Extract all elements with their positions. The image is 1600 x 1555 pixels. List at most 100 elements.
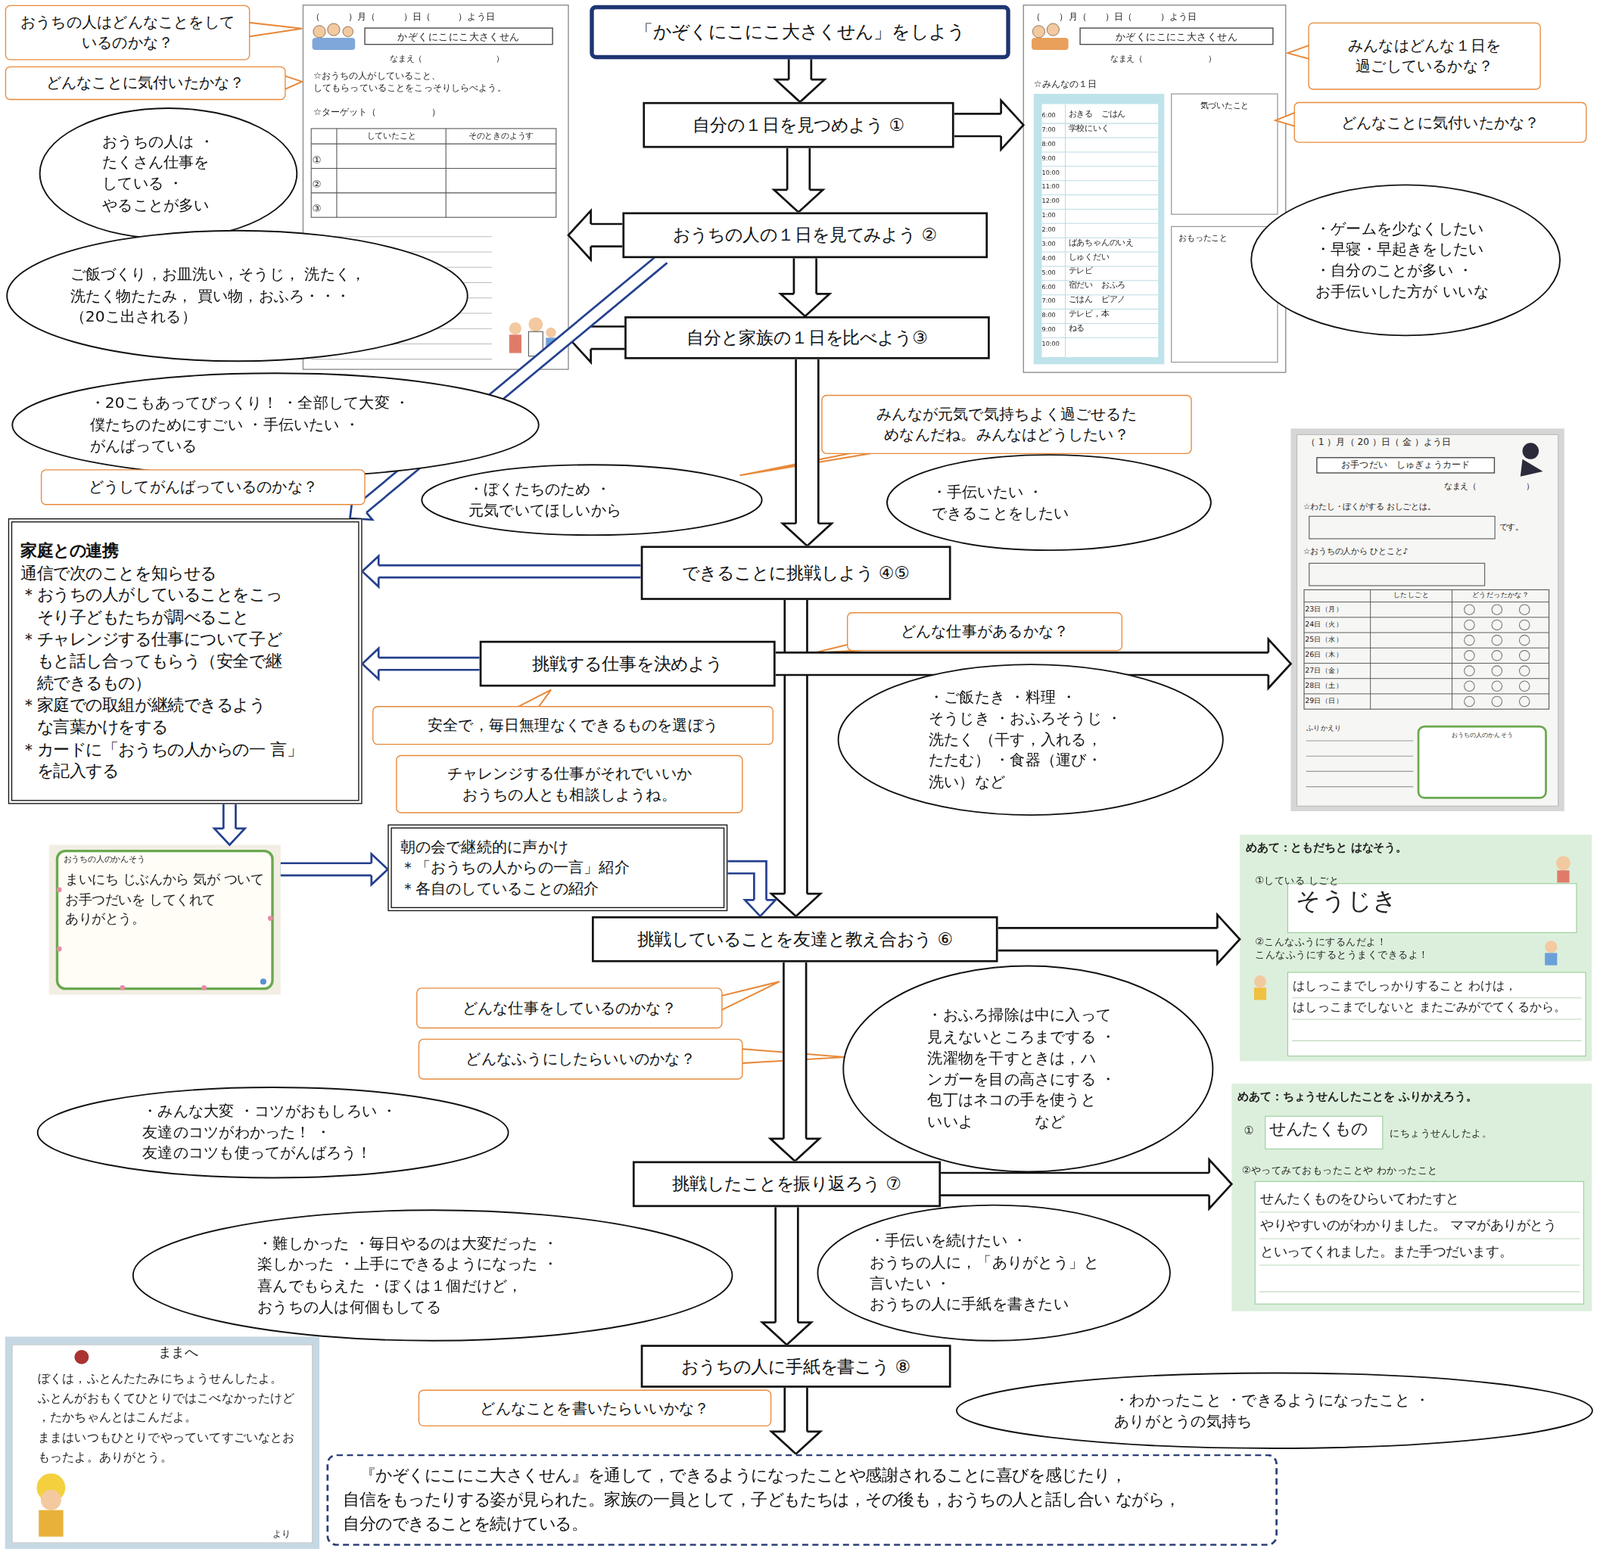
face-mark (1519, 635, 1529, 645)
text-slot: （ ）月（ ）日（ ）よう日 (311, 11, 561, 24)
bubble-outline (885, 454, 1212, 551)
node-text: 通信で次のことを知らせる (20, 562, 217, 585)
flower-dot (267, 915, 274, 922)
schedule-lines (1042, 104, 1159, 358)
arrow-head (214, 828, 245, 846)
kid-icon (1556, 856, 1571, 871)
arrow-head (1001, 100, 1025, 150)
sheet-paper (12, 1344, 312, 1544)
node-text: ごはん ピアノ (1068, 295, 1159, 306)
arrow-shaft (377, 656, 480, 672)
node-text: そうじき (1295, 885, 1521, 918)
arrow-head (762, 1322, 812, 1346)
family-icon (1032, 25, 1045, 38)
node-text: です。 (1499, 522, 1541, 533)
node-text: 挑戦していることを友達と教え合おう ⑥ (637, 927, 953, 952)
node-text: 24日（火） (1304, 620, 1369, 630)
worksheet-art (1023, 5, 1286, 373)
arrow-shaft (589, 327, 625, 349)
node-text: ・わかったこと ・できるようになったこと ・ありがとうの気持ち (1114, 1389, 1435, 1432)
text-slot: どうだったかな？ (1452, 591, 1550, 601)
worksheet-panel: めあて：ちょうせんしたことを ふりかえろう。①せんたくものにちょうせんしたよ。②… (1231, 1083, 1592, 1312)
text-slot: にちょうせんしたよ。 (1389, 1126, 1533, 1141)
bubble-outline (130, 1209, 735, 1342)
text-slot: 28日（土） (1304, 681, 1369, 692)
node-text: しゅくだい (1068, 252, 1159, 263)
arrow-shaft (774, 1207, 799, 1324)
node-text: 自分と家族の１日を比べよう③ (686, 326, 928, 350)
node-text: （ ）月（ ）日（ ）よう日 (311, 11, 561, 24)
text-slot: ふりかえり (1306, 724, 1389, 734)
bubble-outline (956, 1372, 1593, 1449)
bubble-outline (817, 1205, 1170, 1342)
bubble-outline (40, 108, 298, 239)
arrow-head (782, 523, 832, 547)
node-text: 「かぞくにこにこ大さくせん」をしよう (635, 19, 966, 45)
kid-icon (1254, 975, 1267, 988)
process-box: おうちの人の１日を見てみよう ② (622, 211, 988, 259)
sheet-paper (1239, 834, 1592, 1062)
arrow-shaft (727, 867, 760, 901)
arrow-head (362, 648, 380, 679)
photo-ground (5, 1336, 320, 1549)
arrow-shaft (998, 927, 1219, 952)
text-slot: かぞくにこにこ大さくせん (364, 27, 553, 45)
arrow-shaft (785, 600, 807, 896)
arrow-head (780, 293, 830, 317)
arrow-shaft (940, 1173, 1211, 1195)
arrow-shaft (280, 862, 373, 877)
table-grid (1304, 589, 1550, 710)
node-text: おきる ごはん (1068, 108, 1159, 120)
kid-drawing (38, 1510, 63, 1538)
table-grid (311, 128, 557, 218)
worksheet-panel: ままへぼくは，ふとんたたみにちょうせんしたよ。ふとんがおもくてひとりではこべなか… (5, 1336, 320, 1549)
node-text: ① (312, 152, 334, 167)
photo-ground (49, 844, 281, 995)
card-art (49, 844, 281, 995)
text-slot: 24日（火） (1304, 620, 1369, 630)
node-text: 26日（木） (1304, 650, 1369, 660)
arrow-shaft (998, 929, 1219, 950)
arrow-head (362, 556, 380, 587)
answer-box (1309, 563, 1485, 586)
process-box: 挑戦したことを振り返ろう ⑦ (632, 1161, 941, 1208)
face-mark (1519, 666, 1529, 676)
speech-bubble: ・わかったこと ・できるようになったこと ・ありがとうの気持ち (954, 1372, 1596, 1450)
arrow-head (1209, 1159, 1233, 1209)
node-text: ☆おうちの人がしていること、 してもらっていることをこっそりしらべよう。 (313, 70, 559, 95)
face-mark (1464, 696, 1475, 707)
text-slot: ☆わたし・ぼくがする おしごとは。 (1303, 501, 1549, 513)
face-marks (1464, 604, 1530, 707)
text-slot: （ ）月（ ）日（ ）よう日 (1031, 11, 1282, 24)
process-box: 自分の１日を見つめよう ① (642, 102, 954, 149)
text-slot: より (272, 1528, 314, 1541)
node-text: ①している しごと (1254, 873, 1460, 888)
speech-bubble: ・みんな大変 ・コツがおもしろい ・友達のコツがわかった！ ・友達のコツも使って… (35, 1086, 511, 1179)
node-text: ・ご飯たき ・料理 ・そうじき ・おふろそうじ ・洗たく （干す，入れる，たたむ… (928, 687, 1134, 793)
face-mark (1464, 635, 1475, 645)
node-text: ☆みんなの１日 (1033, 78, 1157, 91)
arrow-head (744, 899, 776, 917)
arrow-shaft (776, 1207, 797, 1324)
node-text: ねる (1068, 323, 1159, 334)
text-slot: （ 1 ）月（ 20 ）日（ 金 ）よう日 (1306, 436, 1547, 449)
node-text: ご飯づくり，お皿洗い，そうじ， 洗たく，洗たく物たたみ， 買い物，おふろ・・・ … (70, 264, 405, 328)
note-box: 家庭との連携通信で次のことを知らせる＊おうちの人がしていることをこっ そり子ども… (8, 518, 363, 805)
text-slot: 6:00 (1042, 283, 1067, 292)
node-text: （ 1 ）月（ 20 ）日（ 金 ）よう日 (1306, 436, 1547, 449)
arrow-shaft (377, 566, 642, 576)
text-slot: 5:00 (1042, 268, 1067, 278)
flow-arrow (771, 600, 821, 917)
arrow-head (1268, 639, 1292, 689)
bubble-outline (6, 230, 468, 362)
bubble-outline (420, 464, 763, 536)
worksheet-panel: （ 1 ）月（ 20 ）日（ 金 ）よう日お手つだい しゅぎょうカードなまえ（ … (1290, 428, 1564, 812)
flower-dot (201, 985, 207, 991)
text-slot: 11:00 (1042, 182, 1067, 191)
kid-icon (545, 327, 556, 338)
kid-drawing (40, 1490, 62, 1511)
text-slot: ③ (312, 202, 334, 216)
text-slot: ばあちゃんのいえ (1068, 237, 1159, 249)
text-slot: 3:00 (1042, 239, 1067, 249)
